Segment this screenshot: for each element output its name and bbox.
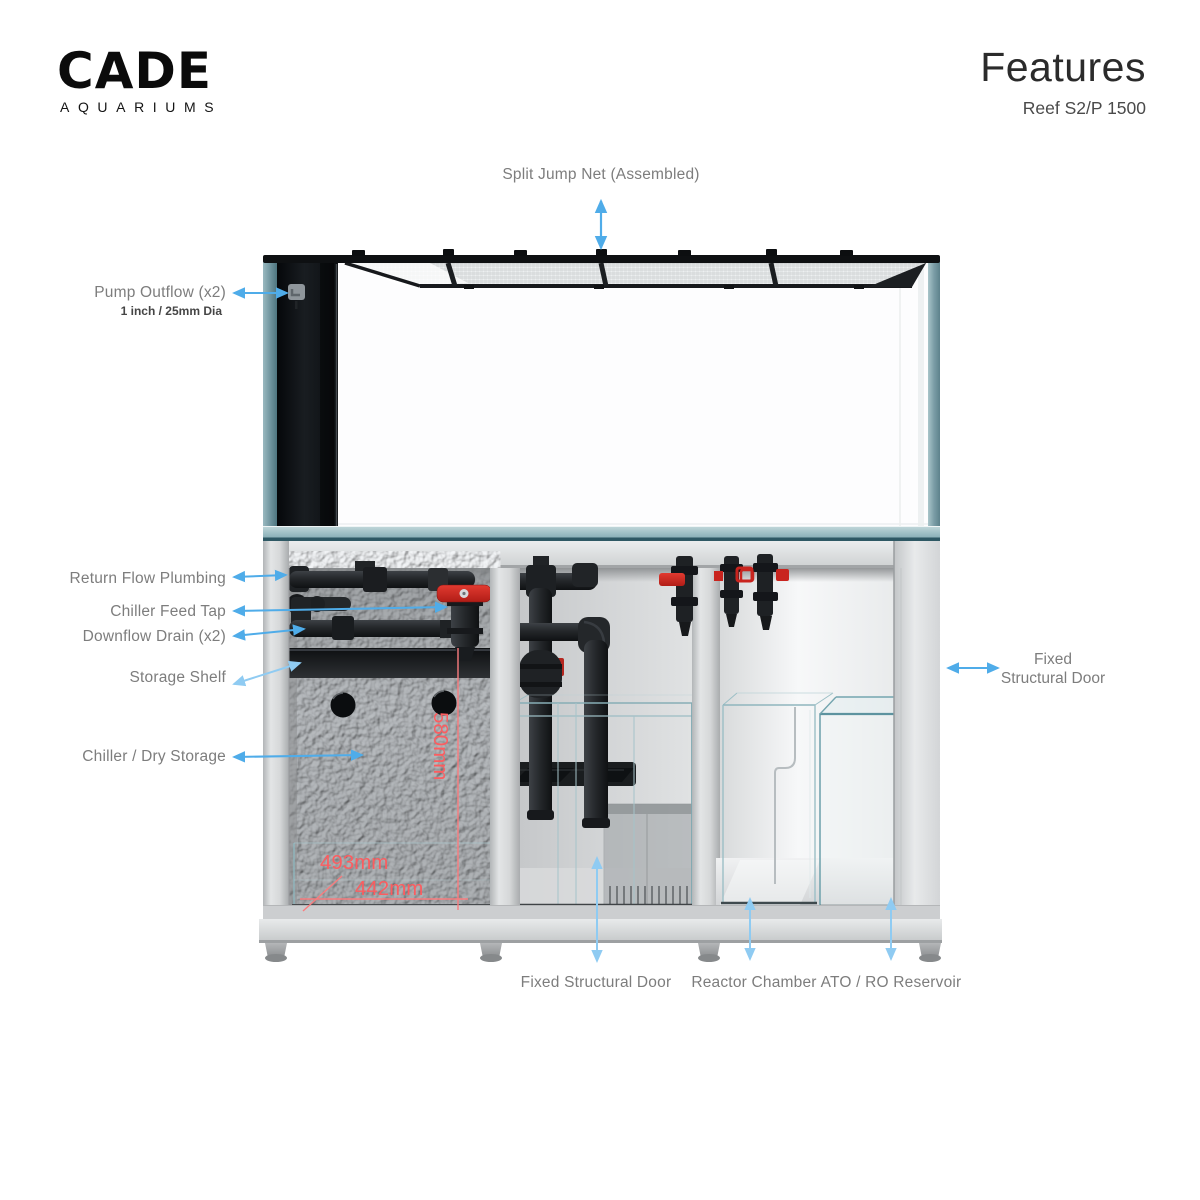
callout-fixed-door-bottom: Fixed Structural Door — [520, 974, 672, 991]
callout-return-flow: Return Flow Plumbing — [69, 570, 226, 587]
structural-post-left — [490, 568, 520, 908]
tank-top-rim — [263, 249, 940, 263]
valve-1 — [659, 556, 698, 636]
page-subtitle: Reef S2/P 1500 — [1022, 98, 1146, 118]
tank-right-glass-edge — [928, 258, 940, 540]
overflow-box — [277, 263, 338, 528]
valve-3 — [735, 554, 789, 630]
fixed-structural-door-right — [893, 541, 940, 922]
dimension-label-442: 442mm — [355, 877, 423, 900]
callout-fixed-door-right-line1: Fixed — [1034, 651, 1072, 668]
cabinet-left-post — [263, 541, 289, 922]
dimension-label-580: 580mm — [429, 712, 452, 780]
plinth-bottom-edge — [259, 940, 942, 943]
callout-pump-outflow: Pump Outflow (x2) — [94, 284, 226, 301]
masthead: Features Reef S2/P 1500 — [980, 44, 1146, 119]
arrow-downflow-drain — [232, 624, 306, 641]
tank-bottom-edge — [263, 526, 940, 541]
leveling-feet — [265, 943, 941, 962]
arrow-storage-shelf — [232, 660, 302, 687]
aquarium-tank — [263, 249, 940, 541]
callout-fixed-door-right: Fixed Structural Door — [1000, 650, 1106, 688]
callout-storage-shelf: Storage Shelf — [129, 669, 226, 686]
brand-name: CADE — [57, 42, 213, 100]
tank-left-glass-edge — [263, 258, 277, 540]
callout-split-jump-net: Split Jump Net (Assembled) — [502, 166, 700, 183]
valve-2 — [714, 556, 755, 627]
arrow-chiller-dry-storage — [232, 749, 364, 763]
pump-outflow-fitting — [288, 284, 305, 309]
tank-interior — [277, 262, 928, 528]
storage-shelf — [289, 648, 510, 678]
reactor-chamber-glass — [721, 692, 834, 905]
cabinet-floor-edge — [263, 905, 940, 920]
callout-reactor-chamber: Reactor Chamber — [691, 974, 817, 991]
cabinet — [259, 541, 942, 962]
brand-logo: CADE AQUARIUMS — [57, 46, 222, 114]
page-title: Features — [980, 44, 1146, 90]
brand-tagline: AQUARIUMS — [60, 99, 223, 115]
callout-chiller-dry-storage: Chiller / Dry Storage — [82, 748, 226, 765]
cabinet-top-rail-shadow — [263, 565, 940, 568]
dosing-valves — [659, 554, 789, 636]
chiller-feed-tap — [436, 584, 492, 661]
filter-sock-holder — [506, 762, 636, 786]
arrow-return-flow — [232, 569, 288, 583]
split-jump-net — [344, 261, 927, 289]
dimension-line-493 — [302, 875, 343, 912]
cabinet-plinth — [259, 919, 942, 942]
callout-pump-outflow-detail: 1 inch / 25mm Dia — [120, 304, 222, 318]
floor-reflection — [720, 860, 820, 905]
chiller-panel-holes — [330, 690, 457, 718]
dimension-label-493: 493mm — [320, 851, 388, 874]
tank-glass-reflection — [918, 264, 924, 526]
callout-arrows — [232, 198, 1000, 963]
callout-downflow-drain: Downflow Drain (x2) — [82, 628, 226, 645]
dimension-annotations: 580mm 493mm 442mm — [300, 648, 468, 912]
callout-ato-reservoir: ATO / RO Reservoir — [820, 974, 962, 991]
cabinet-top-rail — [263, 541, 940, 568]
callout-fixed-door-right-line2: Structural Door — [1000, 670, 1106, 687]
media-basket — [603, 803, 693, 906]
arrow-chiller-feed-tap — [232, 601, 448, 617]
callout-chiller-feed-tap: Chiller Feed Tap — [110, 603, 226, 620]
structural-post-right — [692, 568, 720, 908]
reservoir-bay-backwall — [720, 568, 894, 908]
